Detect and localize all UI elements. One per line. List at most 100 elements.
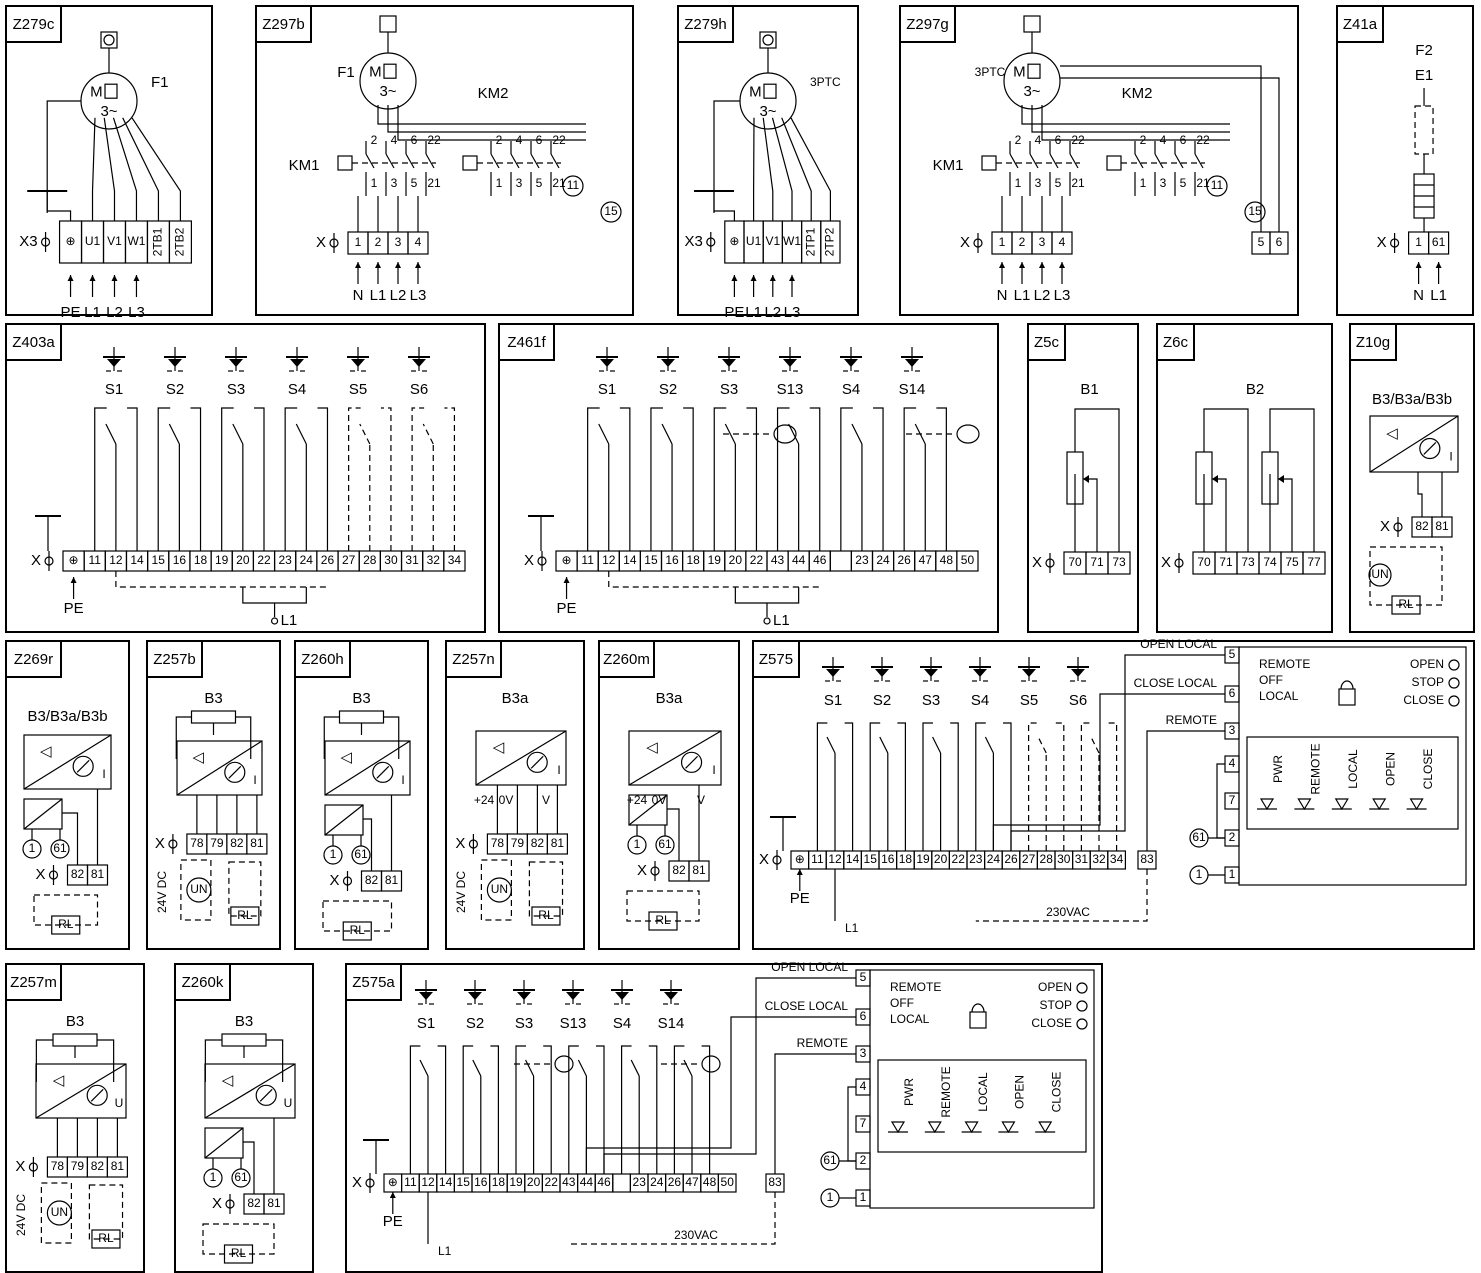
terminal-number: 81	[551, 836, 565, 850]
terminal-number: 81	[1435, 519, 1449, 533]
meter-icon	[86, 1084, 108, 1106]
circled-reference-number: 1	[827, 1190, 834, 1204]
terminal-number: 16	[881, 852, 895, 866]
wire	[550, 153, 560, 169]
terminal-number: 83	[1140, 852, 1154, 866]
circled-reference-number: 15	[1248, 204, 1262, 218]
terminal-number: 82	[247, 1196, 261, 1210]
terminal-number: 83	[768, 1175, 782, 1189]
led-icon	[1259, 798, 1275, 811]
switch-label: S13	[560, 1015, 587, 1032]
wire	[922, 722, 933, 851]
wire	[259, 1088, 273, 1102]
mode-label: OFF	[1259, 673, 1283, 687]
wire	[204, 1063, 296, 1119]
wire	[984, 736, 994, 754]
feed-label: N	[353, 287, 364, 304]
terminal-number: 18	[194, 553, 208, 567]
meter-icon	[372, 761, 394, 783]
wire	[840, 407, 853, 551]
panel-tag: Z6c	[1163, 334, 1189, 351]
terminal-strip-label: X	[35, 866, 45, 883]
voltage-source-icon	[1368, 563, 1392, 587]
contact-number: 3	[1035, 176, 1042, 190]
terminal-number: 82	[71, 867, 85, 881]
wire	[76, 759, 90, 773]
wire	[317, 407, 329, 551]
wiper-arrow-icon	[1083, 475, 1089, 483]
wire	[753, 641, 800, 678]
meter-icon	[1419, 437, 1441, 460]
feed-label: N	[1413, 287, 1424, 304]
feed-label: L3	[410, 287, 427, 304]
terminal-number: 12	[109, 553, 123, 567]
terminal-number: 81	[91, 867, 105, 881]
switch-label: S13	[777, 381, 804, 398]
contactor-coil-icon	[1106, 155, 1122, 171]
load-resistor-icon	[51, 915, 81, 935]
state-indicator-icon	[1448, 695, 1460, 707]
terminal-number: 23	[855, 553, 869, 567]
wire	[266, 1039, 284, 1082]
led-icon	[927, 1121, 942, 1134]
feed-arrow-icon	[1435, 262, 1442, 268]
wire	[1090, 736, 1100, 754]
terminal-cell	[1427, 231, 1450, 255]
terminal-number: 48	[940, 553, 954, 567]
wire	[543, 1045, 552, 1174]
wire	[105, 423, 117, 445]
wire	[762, 117, 774, 221]
wire	[363, 818, 373, 871]
terminal-number: 81	[267, 1196, 281, 1210]
wire	[992, 693, 1225, 851]
wire	[232, 423, 244, 445]
terminal-number: 15	[152, 553, 166, 567]
wire	[847, 1086, 856, 1162]
load-label: RL	[231, 1246, 247, 1260]
terminal-number: 78	[51, 1159, 65, 1173]
contact-number: 5	[1055, 176, 1062, 190]
terminal-number: 3	[1039, 235, 1046, 249]
state-label: OPEN	[1038, 980, 1072, 994]
wire	[1194, 153, 1204, 169]
terminal-number: 81	[385, 873, 399, 887]
terminal-strip-label: X	[455, 835, 465, 852]
terminal-number: 19	[708, 553, 722, 567]
terminal-strip-label: X	[316, 234, 326, 251]
rail-label: +24	[627, 793, 648, 807]
feed-label: L1	[1430, 287, 1447, 304]
meter-icon	[680, 751, 703, 773]
wire	[1041, 105, 1230, 141]
load-resistor-icon	[91, 1229, 121, 1249]
switch-label: S14	[658, 1015, 685, 1032]
state-label: OPEN	[1410, 657, 1444, 671]
panel-border	[255, 5, 634, 316]
terminal-number: 23	[278, 553, 292, 567]
terminal-number: 46	[597, 1175, 611, 1189]
load-label: RL	[98, 1231, 114, 1245]
contact-number: 2	[1015, 133, 1022, 147]
circled-reference-number: 1	[1196, 867, 1203, 881]
terminal-number: 23	[633, 1175, 647, 1189]
feed-arrow-icon	[731, 275, 738, 281]
terminal-number: 11	[89, 553, 102, 567]
circled-reference-number: 1	[634, 837, 641, 851]
load-loop	[228, 861, 262, 917]
wire	[256, 6, 312, 43]
terminal-number: 71	[1219, 555, 1233, 569]
control-panel	[869, 969, 1095, 1209]
wire	[630, 1059, 640, 1077]
terminal-cell	[956, 550, 979, 572]
wire	[348, 407, 361, 551]
led-icon	[890, 1121, 906, 1134]
rail-label: V	[542, 793, 550, 807]
switch-label: S4	[288, 381, 306, 398]
led-label: REMOTE	[939, 1066, 953, 1117]
terminal-number: V1	[107, 234, 122, 248]
mode-label: LOCAL	[890, 1012, 930, 1026]
mode-label: OFF	[890, 996, 914, 1010]
pe-label: PE	[557, 600, 577, 617]
wire	[1074, 408, 1120, 552]
